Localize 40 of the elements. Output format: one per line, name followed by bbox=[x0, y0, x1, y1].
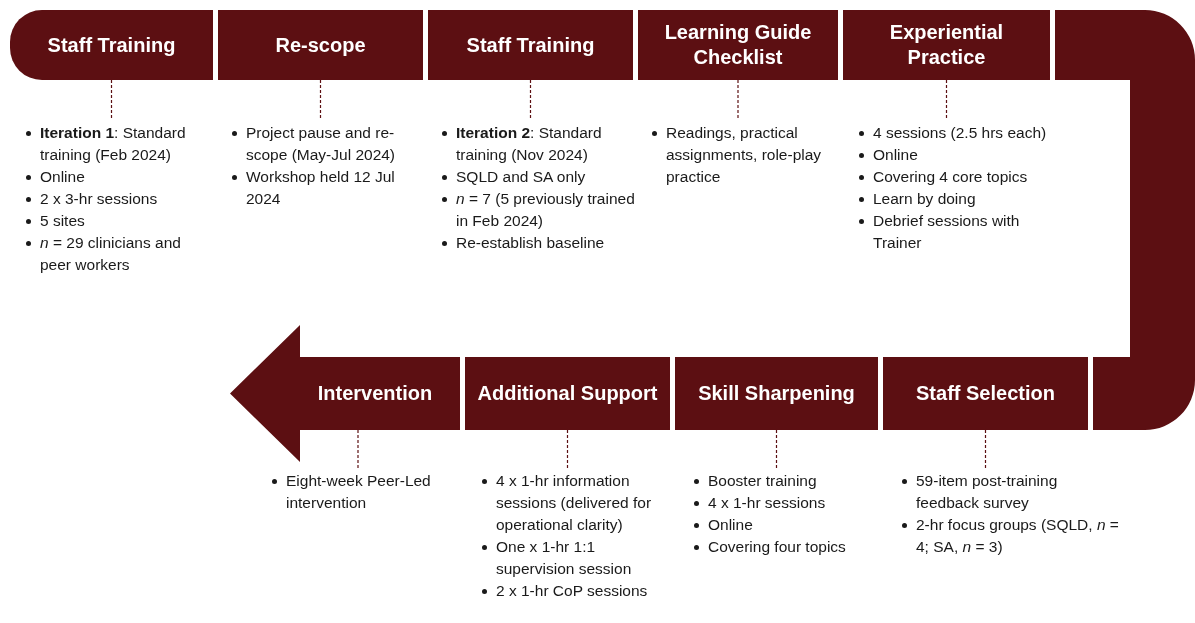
bullet-item: n = 7 (5 previously trained in Feb 2024) bbox=[438, 188, 638, 232]
dashed-connector bbox=[775, 429, 778, 469]
stage-header: Re-scope bbox=[218, 10, 423, 80]
bullet-item: n = 29 clinicians and peer workers bbox=[22, 232, 214, 276]
bullet-item: Iteration 1: Standard training (Feb 2024) bbox=[22, 122, 214, 166]
bullet-item: Project pause and re-scope (May-Jul 2024) bbox=[228, 122, 423, 166]
dashed-connector bbox=[529, 79, 532, 121]
dashed-connector bbox=[566, 429, 569, 469]
stage-header: Staff Training bbox=[10, 10, 213, 80]
stage-header: Additional Support bbox=[465, 357, 670, 430]
bullet-item: Workshop held 12 Jul 2024 bbox=[228, 166, 423, 210]
bullet-item: 2 x 1-hr CoP sessions bbox=[478, 580, 673, 602]
bullet-item: 5 sites bbox=[22, 210, 214, 232]
bullet-item: 4 x 1-hr sessions bbox=[690, 492, 882, 514]
stage-banner: Intervention bbox=[230, 325, 460, 462]
bullet-item: One x 1-hr 1:1 supervision session bbox=[478, 536, 673, 580]
bullet-item: Iteration 2: Standard training (Nov 2024) bbox=[438, 122, 638, 166]
stage-header: Experiential Practice bbox=[843, 10, 1050, 80]
dashed-connector bbox=[984, 429, 987, 469]
bullet-item: Covering four topics bbox=[690, 536, 882, 558]
stage-header: Staff Training bbox=[428, 10, 633, 80]
dashed-connector bbox=[110, 79, 113, 121]
bullet-item: Readings, practical assignments, role-play practice bbox=[648, 122, 833, 188]
stage-header: Skill Sharpening bbox=[675, 357, 878, 430]
dashed-connector bbox=[945, 79, 948, 121]
bullet-item: Booster training bbox=[690, 470, 882, 492]
bullet-item: SQLD and SA only bbox=[438, 166, 638, 188]
dashed-connector bbox=[737, 79, 739, 121]
bullet-item: Re-establish baseline bbox=[438, 232, 638, 254]
bullet-item: Online bbox=[22, 166, 214, 188]
dashed-connector bbox=[357, 429, 359, 469]
dashed-connector bbox=[319, 79, 322, 121]
stage-header: Staff Selection bbox=[883, 357, 1088, 430]
bullet-item: Online bbox=[690, 514, 882, 536]
bullet-item: Eight-week Peer-Led intervention bbox=[268, 470, 463, 514]
band-turn bbox=[1055, 10, 1195, 430]
bullet-item: 2-hr focus groups (SQLD, n = 4; SA, n = 3) bbox=[898, 514, 1120, 558]
bullet-item: 4 x 1-hr information sessions (delivered for operational clarity) bbox=[478, 470, 673, 536]
bullet-item: 2 x 3-hr sessions bbox=[22, 188, 214, 210]
stage-header: Learning Guide Checklist bbox=[638, 10, 838, 80]
